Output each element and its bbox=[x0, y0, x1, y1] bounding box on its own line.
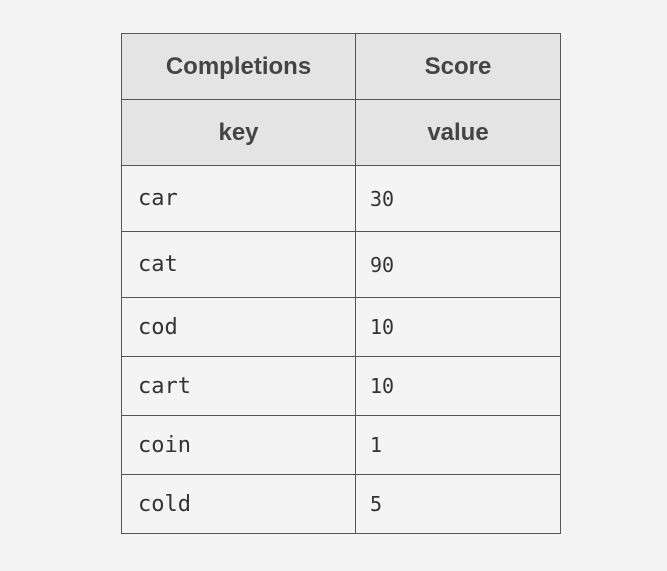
completions-table: Completions Score key value car 30 cat 9… bbox=[121, 33, 561, 534]
table-row: cat 90 bbox=[121, 231, 561, 298]
table-row: coin 1 bbox=[121, 415, 561, 475]
table-row: car 30 bbox=[121, 165, 561, 232]
key-cell: coin bbox=[121, 415, 356, 475]
completions-table-container: Completions Score key value car 30 cat 9… bbox=[121, 33, 561, 534]
column-header-row: key value bbox=[121, 99, 561, 166]
column-header-key: key bbox=[121, 99, 356, 166]
key-cell: car bbox=[121, 165, 356, 232]
key-cell: cart bbox=[121, 356, 356, 416]
key-cell: cold bbox=[121, 474, 356, 534]
value-cell: 1 bbox=[355, 415, 561, 475]
value-cell: 90 bbox=[355, 231, 561, 298]
table-row: cold 5 bbox=[121, 474, 561, 534]
title-header-score: Score bbox=[355, 33, 561, 100]
value-cell: 30 bbox=[355, 165, 561, 232]
value-cell: 5 bbox=[355, 474, 561, 534]
title-header-completions: Completions bbox=[121, 33, 356, 100]
column-header-value: value bbox=[355, 99, 561, 166]
key-cell: cod bbox=[121, 297, 356, 357]
table-row: cod 10 bbox=[121, 297, 561, 357]
value-cell: 10 bbox=[355, 356, 561, 416]
value-cell: 10 bbox=[355, 297, 561, 357]
table-row: cart 10 bbox=[121, 356, 561, 416]
key-cell: cat bbox=[121, 231, 356, 298]
title-header-row: Completions Score bbox=[121, 33, 561, 100]
